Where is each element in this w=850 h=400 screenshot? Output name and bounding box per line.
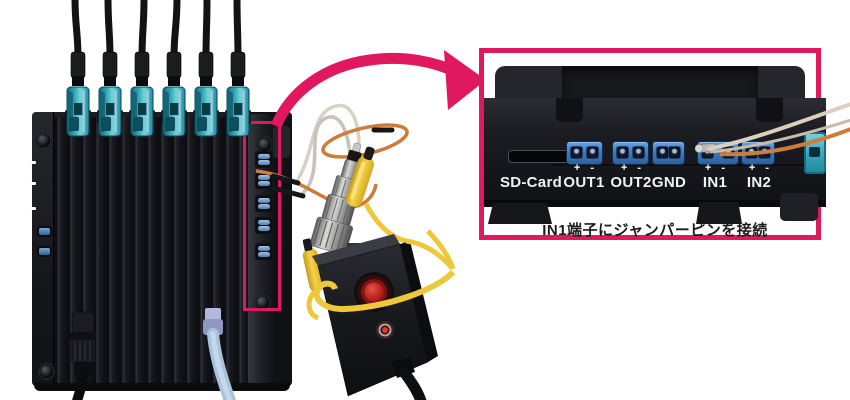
edge-notch xyxy=(29,207,36,210)
inset-caption: IN1端子にジャンパーピンを接続 xyxy=(542,222,768,239)
highlight-box xyxy=(243,121,281,311)
io-cable xyxy=(225,0,251,137)
port-label-in1: IN1 xyxy=(702,174,728,191)
alligator-clip xyxy=(345,146,375,207)
led-indicator xyxy=(382,327,388,333)
side-terminal-block xyxy=(255,195,272,212)
wire-tip xyxy=(270,185,306,199)
jumper-wire-white xyxy=(707,102,850,151)
port-label-gnd: GND xyxy=(651,174,687,191)
clip-wire xyxy=(306,290,320,321)
inset-clip-hook xyxy=(756,98,783,122)
inset-device-bottom xyxy=(484,200,826,207)
port-label-in2: IN2 xyxy=(746,174,772,191)
mount-bracket xyxy=(780,193,818,221)
polarity-marks-out2: + - xyxy=(620,162,642,174)
io-cable xyxy=(129,0,155,137)
io-cable xyxy=(193,0,219,137)
port-label-out2: OUT2 xyxy=(610,174,652,191)
polarity-marks-in2: + - xyxy=(748,162,770,174)
terminal-rail-shadow xyxy=(550,164,806,166)
screw-icon xyxy=(258,138,271,151)
terminal-block-out1 xyxy=(567,142,602,164)
port-label-out1: OUT1 xyxy=(563,174,605,191)
wire-tip xyxy=(270,173,301,186)
zoom-arrow-icon xyxy=(270,50,486,129)
polarity-marks-in1: + - xyxy=(704,162,726,174)
io-cable xyxy=(97,0,123,137)
device-base-edge xyxy=(34,383,290,391)
inset-callout: + - + - + - + - SD-Card OUT1 OUT2 GND IN… xyxy=(479,48,826,240)
port-label-sdcard: SD-Card xyxy=(499,174,563,191)
signal-generator-box xyxy=(312,234,438,400)
yellow-wire xyxy=(313,229,456,313)
terminal-block-gnd xyxy=(653,142,684,164)
screw-icon xyxy=(256,296,269,309)
side-terminal-block xyxy=(255,151,272,168)
side-port xyxy=(39,228,50,235)
output-cable xyxy=(398,366,427,400)
power-cable xyxy=(70,311,96,400)
inset-clip-hook xyxy=(556,98,583,122)
mount-foot xyxy=(696,202,742,224)
screw-icon xyxy=(37,134,50,147)
ethernet-cable xyxy=(203,308,236,400)
mount-foot xyxy=(488,203,552,224)
jumper-wire-orange xyxy=(719,127,850,157)
edge-notch xyxy=(29,182,36,185)
terminal-block-out2 xyxy=(613,142,648,164)
side-terminal-block xyxy=(255,217,272,234)
red-button xyxy=(364,282,384,302)
side-terminal-block xyxy=(255,172,272,189)
side-port xyxy=(39,248,50,255)
clip-wire xyxy=(363,202,407,244)
polarity-marks-out1: + - xyxy=(573,162,595,174)
side-terminal-block xyxy=(255,243,272,260)
device-mount-ear xyxy=(273,126,290,158)
edge-notch xyxy=(29,161,36,164)
jumper-wire-white-2 xyxy=(709,118,850,154)
io-cable-group xyxy=(65,0,251,137)
screw-icon xyxy=(40,365,53,378)
io-cable xyxy=(65,0,91,137)
io-cable xyxy=(161,0,187,137)
